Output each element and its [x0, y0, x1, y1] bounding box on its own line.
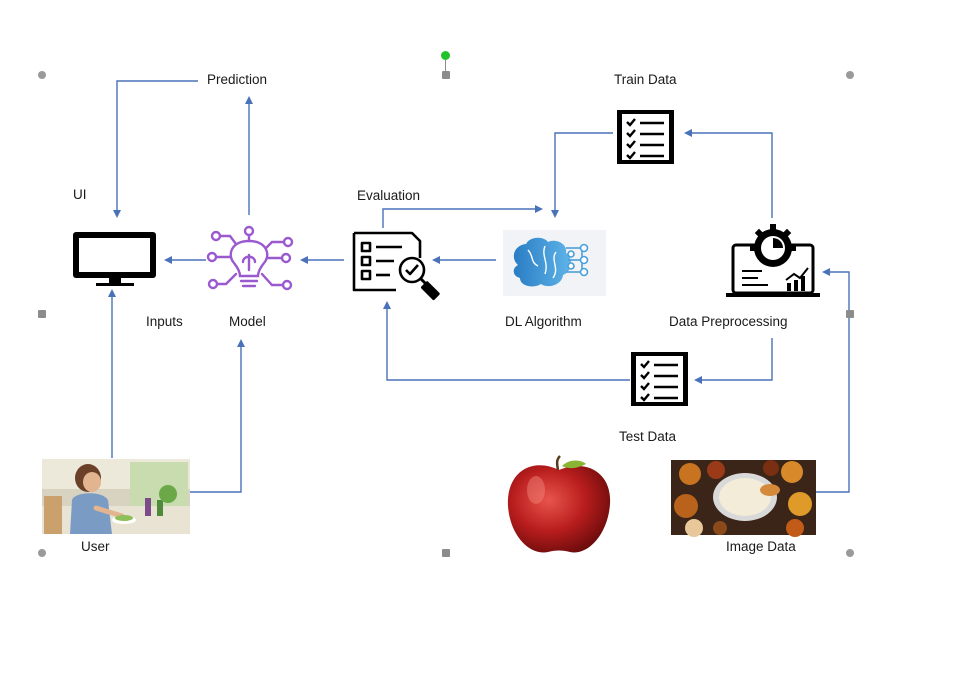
label-user: User	[81, 539, 110, 554]
apple-image	[507, 455, 611, 553]
arrow-prediction-to-ui	[113, 80, 198, 218]
label-dl-algorithm: DL Algorithm	[505, 314, 582, 329]
user-photo	[42, 459, 190, 534]
connectors	[108, 80, 850, 493]
label-ui: UI	[73, 187, 87, 202]
arrow-preproc-to-test	[694, 338, 773, 384]
checklist-icon	[617, 110, 674, 164]
arrow-evaluation-to-dl	[382, 205, 543, 228]
selection-handle[interactable]	[38, 310, 46, 318]
label-test-data: Test Data	[619, 429, 677, 444]
label-evaluation: Evaluation	[357, 188, 421, 203]
label-prediction: Prediction	[207, 72, 268, 87]
food-photo	[671, 460, 816, 537]
arrow-preproc-to-train	[684, 129, 773, 218]
arrow-test-to-eval	[383, 301, 630, 381]
brain-network-icon	[503, 230, 606, 296]
label-train-data: Train Data	[614, 72, 677, 87]
selection-handle[interactable]	[846, 310, 854, 318]
selection-handle[interactable]	[846, 549, 854, 557]
label-data-preprocessing: Data Preprocessing	[669, 314, 788, 329]
arrow-train-to-dl	[551, 132, 613, 218]
arrow-user-to-model	[190, 339, 245, 493]
selection-handle[interactable]	[38, 71, 46, 79]
checklist-icon	[631, 352, 688, 406]
rotate-handle-stem	[445, 60, 446, 71]
selection-handle[interactable]	[442, 71, 450, 79]
selection-handle[interactable]	[442, 549, 450, 557]
label-inputs: Inputs	[146, 314, 183, 329]
selection-handle[interactable]	[38, 549, 46, 557]
label-model: Model	[229, 314, 266, 329]
selection-handle[interactable]	[846, 71, 854, 79]
evaluation-search-icon	[352, 231, 440, 301]
data-processing-icon	[726, 224, 820, 297]
model-ai-icon	[206, 225, 294, 291]
rotate-handle[interactable]	[441, 51, 450, 60]
label-image-data: Image Data	[726, 539, 796, 554]
monitor-icon	[73, 232, 156, 286]
arrow-image-to-preproc	[816, 268, 850, 493]
